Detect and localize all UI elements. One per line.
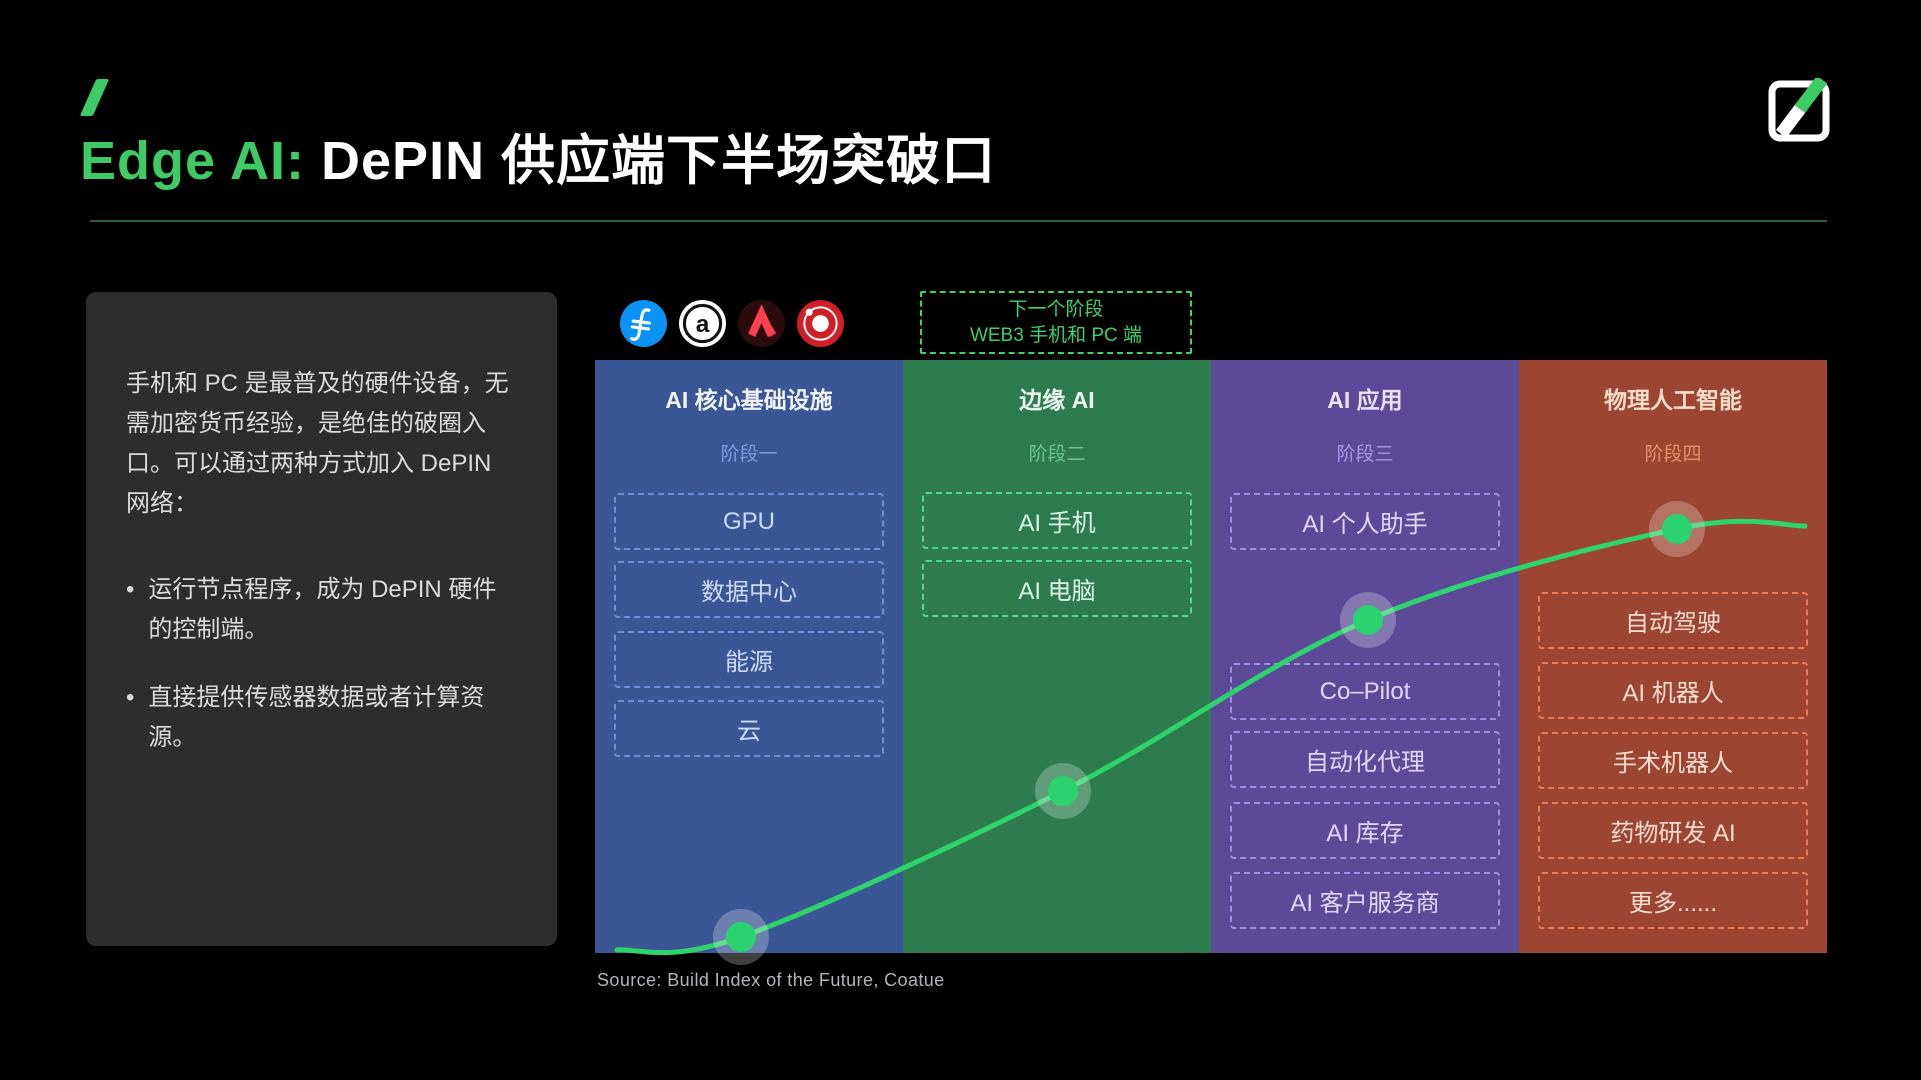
panel-paragraph: 手机和 PC 是最普及的硬件设备，无需加密货币经验，是绝佳的破圈入口。可以通过两… (126, 370, 509, 517)
item-box: GPU (614, 493, 884, 550)
stage-column: 边缘 AI 阶段二 AI 手机 AI 电脑 (903, 360, 1211, 953)
title-highlight: Edge AI: (80, 131, 306, 191)
brand-logo-icon (1768, 78, 1830, 142)
next-stage-box: 下一个阶段 WEB3 手机和 PC 端 (920, 291, 1192, 354)
curve-dot (726, 922, 756, 952)
stage-column: 物理人工智能阶段四自动驾驶 AI 机器人手术机器人药物研发 AI 更多...... (1519, 360, 1827, 953)
title-rest: DePIN 供应端下半场突破口 (321, 131, 997, 191)
item-box: 更多...... (1538, 872, 1808, 929)
column-stage-label: 阶段二 (1028, 444, 1086, 465)
column-stage-label: 阶段三 (1336, 444, 1394, 465)
item-box: AI 库存 (1230, 802, 1500, 859)
description-panel: 手机和 PC 是最普及的硬件设备，无需加密货币经验，是绝佳的破圈入口。可以通过两… (86, 292, 557, 946)
bullet-text: 直接提供传感器数据或者计算资源。 (148, 684, 485, 751)
item-box: AI 手机 (922, 492, 1192, 549)
page-title: Edge AI:DePIN 供应端下半场突破口 (80, 116, 996, 195)
column-stage-label: 阶段一 (720, 444, 778, 465)
item-box: AI 个人助手 (1230, 493, 1500, 550)
item-box: AI 客户服务商 (1230, 872, 1500, 929)
item-box: 数据中心 (614, 561, 884, 618)
item-box: AI 电脑 (922, 560, 1192, 617)
source-caption: Source: Build Index of the Future, Coatu… (597, 970, 945, 990)
bullet-text: 运行节点程序，成为 DePIN 硬件的控制端。 (148, 576, 497, 643)
item-box: 云 (614, 700, 884, 757)
stage-column: AI 应用阶段三 AI 个人助手 Co–Pilot 自动化代理 AI 库存 AI 客户服务… (1211, 360, 1519, 953)
curve-dot (1353, 605, 1383, 635)
akash-icon (738, 300, 785, 347)
orbit-icon (797, 300, 844, 347)
s-curve-diagram: AI 核心基础设施阶段一 GPU 数据中心能源云 边缘 AI 阶段二 AI 手机 AI 电脑… (595, 360, 1827, 965)
column-stage-label: 阶段四 (1644, 444, 1702, 465)
bullet-dot: • (126, 684, 135, 711)
next-stage-line1: 下一个阶段 (1008, 299, 1104, 320)
item-box: Co–Pilot (1230, 663, 1500, 720)
item-box: 手术机器人 (1538, 732, 1808, 789)
column-title: 物理人工智能 (1604, 387, 1742, 413)
item-box: 自动驾驶 (1538, 592, 1808, 649)
brand-slash-icon (79, 79, 110, 116)
arweave-icon: a (679, 300, 726, 347)
stage-columns: AI 核心基础设施阶段一 GPU 数据中心能源云 边缘 AI 阶段二 AI 手机 AI 电脑… (595, 360, 1827, 953)
column-title: 边缘 AI (1019, 387, 1095, 413)
header-divider (90, 220, 1827, 222)
item-box: 能源 (614, 631, 884, 688)
curve-dot (1048, 776, 1078, 806)
adoption-curve (614, 501, 1808, 965)
item-box: 药物研发 AI (1538, 802, 1808, 859)
next-stage-line2: WEB3 手机和 PC 端 (969, 325, 1143, 346)
curve-dot (1662, 514, 1692, 544)
panel-bullet: • 运行节点程序，成为 DePIN 硬件的控制端。 (126, 570, 517, 650)
curve-line (614, 518, 1808, 956)
panel-bullet: • 直接提供传感器数据或者计算资源。 (126, 678, 517, 758)
filecoin-icon (620, 300, 667, 347)
panel-bullet-list: • 运行节点程序，成为 DePIN 硬件的控制端。 • 直接提供传感器数据或者计算资源… (126, 570, 517, 758)
stage-column: AI 核心基础设施阶段一 GPU 数据中心能源云 (595, 360, 903, 953)
svg-text:a: a (696, 311, 710, 338)
project-badges: a (620, 300, 844, 347)
bullet-dot: • (126, 576, 135, 603)
column-title: AI 核心基础设施 (665, 387, 833, 413)
item-box: AI 机器人 (1538, 662, 1808, 719)
item-box: 自动化代理 (1230, 731, 1500, 788)
column-title: AI 应用 (1327, 387, 1403, 413)
